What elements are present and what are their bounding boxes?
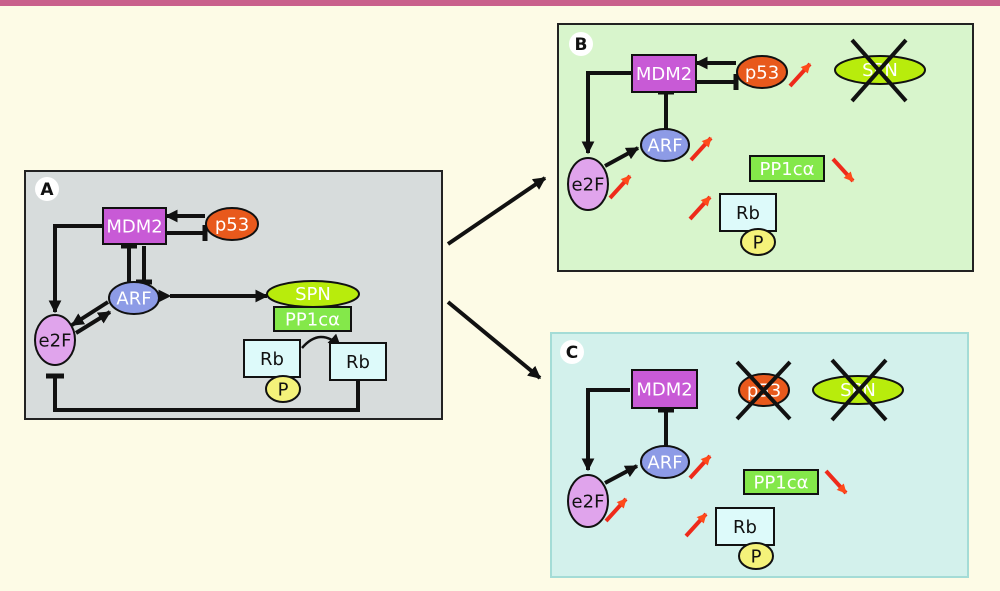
up-arrow-icon: [688, 195, 712, 221]
phosphate-label: P: [278, 380, 289, 401]
panel-b-badge: [569, 32, 593, 56]
phosphate-node: [740, 228, 776, 256]
arrow-e2f-to-arf: [604, 464, 639, 485]
panel-c-letter: C: [566, 343, 578, 363]
arf-node: [640, 128, 690, 162]
rb-label: Rb: [733, 517, 757, 538]
arf-node: [108, 281, 160, 315]
rb-label: Rb: [736, 203, 760, 224]
phosphate-label: P: [751, 547, 762, 568]
rb-active-label: Rb: [346, 352, 370, 373]
down-arrow-icon: [831, 157, 855, 183]
mdm2-label: MDM2: [636, 380, 692, 401]
pp1-box: [749, 155, 825, 182]
up-arrow-icon: [788, 62, 812, 88]
arf-label: ARF: [116, 289, 151, 310]
e2f-label: e2F: [572, 492, 605, 513]
rb-phosphorylated-label: Rb: [260, 349, 284, 370]
up-arrow-icon: [604, 497, 628, 523]
phosphate-node: [265, 375, 301, 403]
pp1-label: PP1cα: [754, 473, 809, 494]
panel-b-letter: B: [575, 35, 588, 55]
rb-box: [719, 193, 777, 232]
p53-node: [205, 207, 259, 241]
mdm2-box: [631, 369, 698, 409]
e2f-label: e2F: [39, 331, 72, 352]
arrow-e2f-to-arf: [604, 146, 640, 168]
pp1-box: [273, 306, 352, 332]
p53-label: p53: [745, 63, 779, 84]
spn-cross-mark: [830, 358, 888, 422]
rb-box: [715, 507, 775, 546]
rb-phosphorylated-box: [243, 339, 301, 378]
arrow-e2f-to-arf: [74, 310, 112, 335]
pp1-box: [743, 469, 819, 495]
spn-cross-mark: [850, 38, 908, 103]
up-arrow-icon: [608, 174, 632, 200]
arrow-arf-to-e2f: [70, 300, 110, 327]
panel-a-letter: A: [40, 180, 54, 200]
panel-a: A MDM2 p53 ARF e2F SPN: [24, 170, 443, 420]
up-arrow-icon: [684, 512, 708, 538]
arf-label: ARF: [647, 453, 682, 474]
e2f-node: [34, 314, 76, 366]
p53-cross-mark: [735, 360, 792, 421]
panel-c: C MDM2 p53 SPN ARF e2F PP1cα Rb P: [550, 332, 969, 578]
p53-node: [736, 55, 788, 89]
arrow-a-to-c: [446, 300, 542, 380]
down-arrow-icon: [824, 469, 848, 495]
mdm2-label: MDM2: [106, 217, 162, 238]
arrow-a-to-b: [446, 176, 547, 246]
mdm2-box: [102, 207, 167, 245]
arf-node: [640, 445, 690, 479]
pp1-label: PP1cα: [760, 159, 815, 180]
panel-a-badge: [35, 177, 59, 201]
connector-mdm2-e2f: [581, 71, 632, 155]
mdm2-label: MDM2: [636, 64, 692, 85]
top-bar: [0, 0, 1000, 6]
panel-c-badge: [560, 340, 584, 364]
up-arrow-icon: [689, 136, 713, 162]
e2f-node: [567, 474, 609, 528]
e2f-label: e2F: [572, 175, 605, 196]
phosphate-node: [738, 542, 774, 570]
rb-active-box: [329, 342, 387, 381]
phosphate-label: P: [753, 233, 764, 254]
panel-b: B MDM2 p53 SPN ARF e2F PP1cα Rb P: [557, 23, 974, 272]
connector-mdm2-e2f: [48, 224, 103, 314]
e2f-node: [567, 157, 609, 211]
pp1-label: PP1cα: [285, 310, 340, 331]
up-arrow-icon: [688, 454, 712, 480]
arf-label: ARF: [647, 136, 682, 157]
connector-mdm2-e2f: [581, 388, 630, 472]
mdm2-box: [631, 54, 697, 93]
p53-label: p53: [215, 215, 249, 236]
spn-label: SPN: [295, 284, 331, 305]
inhibit-rb-to-e2f: [53, 376, 360, 412]
